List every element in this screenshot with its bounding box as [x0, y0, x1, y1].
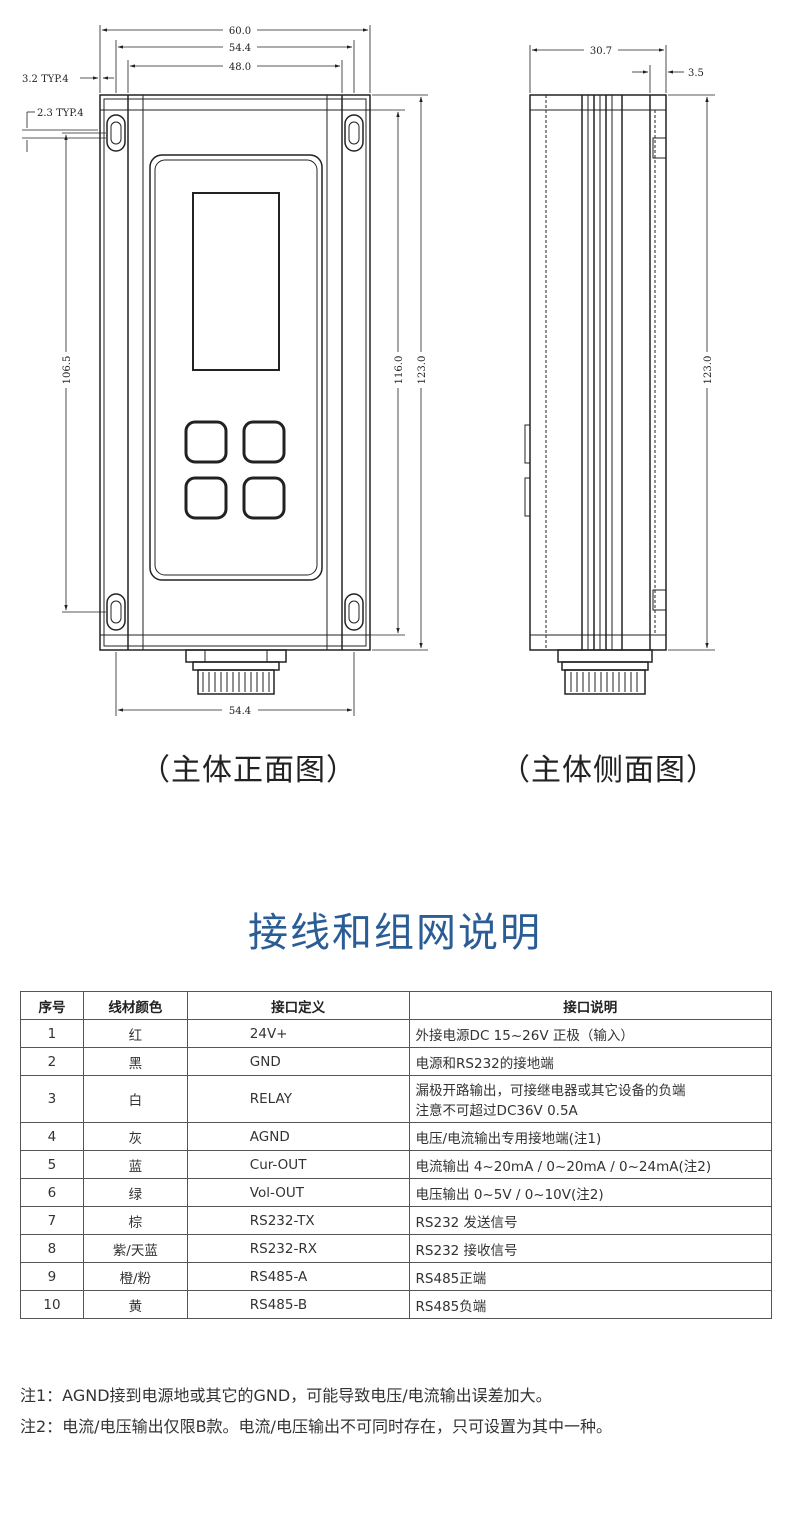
dim-inner-width: 48.0: [229, 62, 251, 73]
cell-description: 电压/电流输出专用接地端(注1): [408, 1122, 773, 1151]
cell-color: 蓝: [82, 1150, 188, 1179]
cell-color: 红: [82, 1019, 188, 1048]
cell-color: 紫/天蓝: [82, 1234, 188, 1263]
note-1: 注1：AGND接到电源地或其它的GND，可能导致电压/电流输出误差加大。: [20, 1386, 552, 1405]
cell-definition: RS232-TX: [186, 1206, 410, 1235]
description-line: 注意不可超过DC36V 0.5A: [415, 1103, 578, 1119]
cell-description: RS232 接收信号: [408, 1234, 773, 1263]
note-2: 注2：电流/电压输出仅限B款。电流/电压输出不可同时存在，只可设置为其中一种。: [20, 1417, 612, 1436]
cell-no: 3: [20, 1075, 84, 1123]
cell-definition: RELAY: [186, 1075, 410, 1123]
cell-color: 黄: [82, 1290, 188, 1319]
cell-color: 黑: [82, 1047, 188, 1076]
dim-body-height: 116.0: [394, 356, 405, 385]
cell-description: RS232 发送信号: [408, 1206, 773, 1235]
cell-description: RS485负端: [408, 1290, 773, 1319]
cell-no: 6: [20, 1178, 84, 1207]
dim-overall-height: 123.0: [417, 356, 428, 385]
dim-bottom-span: 54.4: [229, 706, 251, 717]
key-button-4: [242, 476, 286, 520]
caption-side-view: （主体侧面图）: [500, 753, 717, 788]
side-view: [524, 94, 667, 695]
table-row: 8 紫/天蓝 RS232-RX RS232 接收信号: [20, 1234, 773, 1263]
description-line: 漏极开路输出，可接继电器或其它设备的负端: [415, 1083, 686, 1099]
caption-front-view: （主体正面图）: [140, 753, 357, 788]
cell-definition: RS485-B: [186, 1290, 410, 1319]
dim-edge-left: 3.2 TYP.4: [22, 74, 69, 85]
cell-definition: Cur-OUT: [186, 1150, 410, 1179]
cell-no: 8: [20, 1234, 84, 1263]
cell-description: 电源和RS232的接地端: [408, 1047, 773, 1076]
technical-drawing: 60.0 54.4 48.0 3.2 TYP.4 2.3 TYP.4 106.5…: [22, 24, 715, 717]
cell-definition: Vol-OUT: [186, 1178, 410, 1207]
cell-definition: RS485-A: [186, 1262, 410, 1291]
key-button-2: [242, 420, 286, 464]
table-row: 2 黑 GND 电源和RS232的接地端: [20, 1047, 773, 1076]
header-description: 接口说明: [408, 991, 773, 1020]
cell-description: 电压输出 0~5V / 0~10V(注2): [408, 1178, 773, 1207]
table-row: 6 绿 Vol-OUT 电压输出 0~5V / 0~10V(注2): [20, 1178, 773, 1207]
dim-hole-height: 106.5: [62, 356, 73, 385]
table-row: 3 白 RELAY 漏极开路输出，可接继电器或其它设备的负端 注意不可超过DC3…: [20, 1075, 773, 1123]
table-row: 1 红 24V+ 外接电源DC 15~26V 正极（输入）: [20, 1019, 773, 1048]
dim-side-depth: 30.7: [590, 46, 612, 57]
dim-overall-width: 60.0: [229, 26, 251, 37]
cell-no: 5: [20, 1150, 84, 1179]
cell-description: 电流输出 4~20mA / 0~20mA / 0~24mA(注2): [408, 1150, 773, 1179]
header-color: 线材颜色: [82, 991, 188, 1020]
key-button-3: [184, 476, 228, 520]
header-no: 序号: [20, 991, 84, 1020]
section-title: 接线和组网说明: [248, 910, 542, 956]
table-row: 5 蓝 Cur-OUT 电流输出 4~20mA / 0~20mA / 0~24m…: [20, 1150, 773, 1179]
table-header-row: 序号 线材颜色 接口定义 接口说明: [20, 991, 773, 1020]
dim-hole-span: 54.4: [229, 43, 251, 54]
cell-no: 1: [20, 1019, 84, 1048]
cell-description: 外接电源DC 15~26V 正极（输入）: [408, 1019, 773, 1048]
table-row: 10 黄 RS485-B RS485负端: [20, 1290, 773, 1319]
cell-color: 棕: [82, 1206, 188, 1235]
cell-definition: 24V+: [186, 1019, 410, 1048]
front-view: [99, 94, 371, 695]
cell-color: 灰: [82, 1122, 188, 1151]
table-row: 4 灰 AGND 电压/电流输出专用接地端(注1): [20, 1122, 773, 1151]
cell-color: 绿: [82, 1178, 188, 1207]
header-definition: 接口定义: [186, 991, 410, 1020]
cell-no: 10: [20, 1290, 84, 1319]
cell-definition: RS232-RX: [186, 1234, 410, 1263]
cell-color: 橙/粉: [82, 1262, 188, 1291]
dim-side-height: 123.0: [703, 356, 714, 385]
dim-edge-top: 2.3 TYP.4: [37, 108, 84, 119]
cell-no: 7: [20, 1206, 84, 1235]
cell-no: 4: [20, 1122, 84, 1151]
cell-no: 2: [20, 1047, 84, 1076]
wiring-table: 序号 线材颜色 接口定义 接口说明 1 红 24V+ 外接电源DC 15~26V…: [20, 991, 773, 1319]
cell-color: 白: [82, 1075, 188, 1123]
key-button-1: [184, 420, 228, 464]
cell-description: RS485正端: [408, 1262, 773, 1291]
cell-no: 9: [20, 1262, 84, 1291]
cell-definition: AGND: [186, 1122, 410, 1151]
cell-description: 漏极开路输出，可接继电器或其它设备的负端 注意不可超过DC36V 0.5A: [408, 1075, 773, 1123]
dim-side-flange: 3.5: [688, 68, 704, 79]
table-row: 9 橙/粉 RS485-A RS485正端: [20, 1262, 773, 1291]
table-row: 7 棕 RS232-TX RS232 发送信号: [20, 1206, 773, 1235]
cell-definition: GND: [186, 1047, 410, 1076]
